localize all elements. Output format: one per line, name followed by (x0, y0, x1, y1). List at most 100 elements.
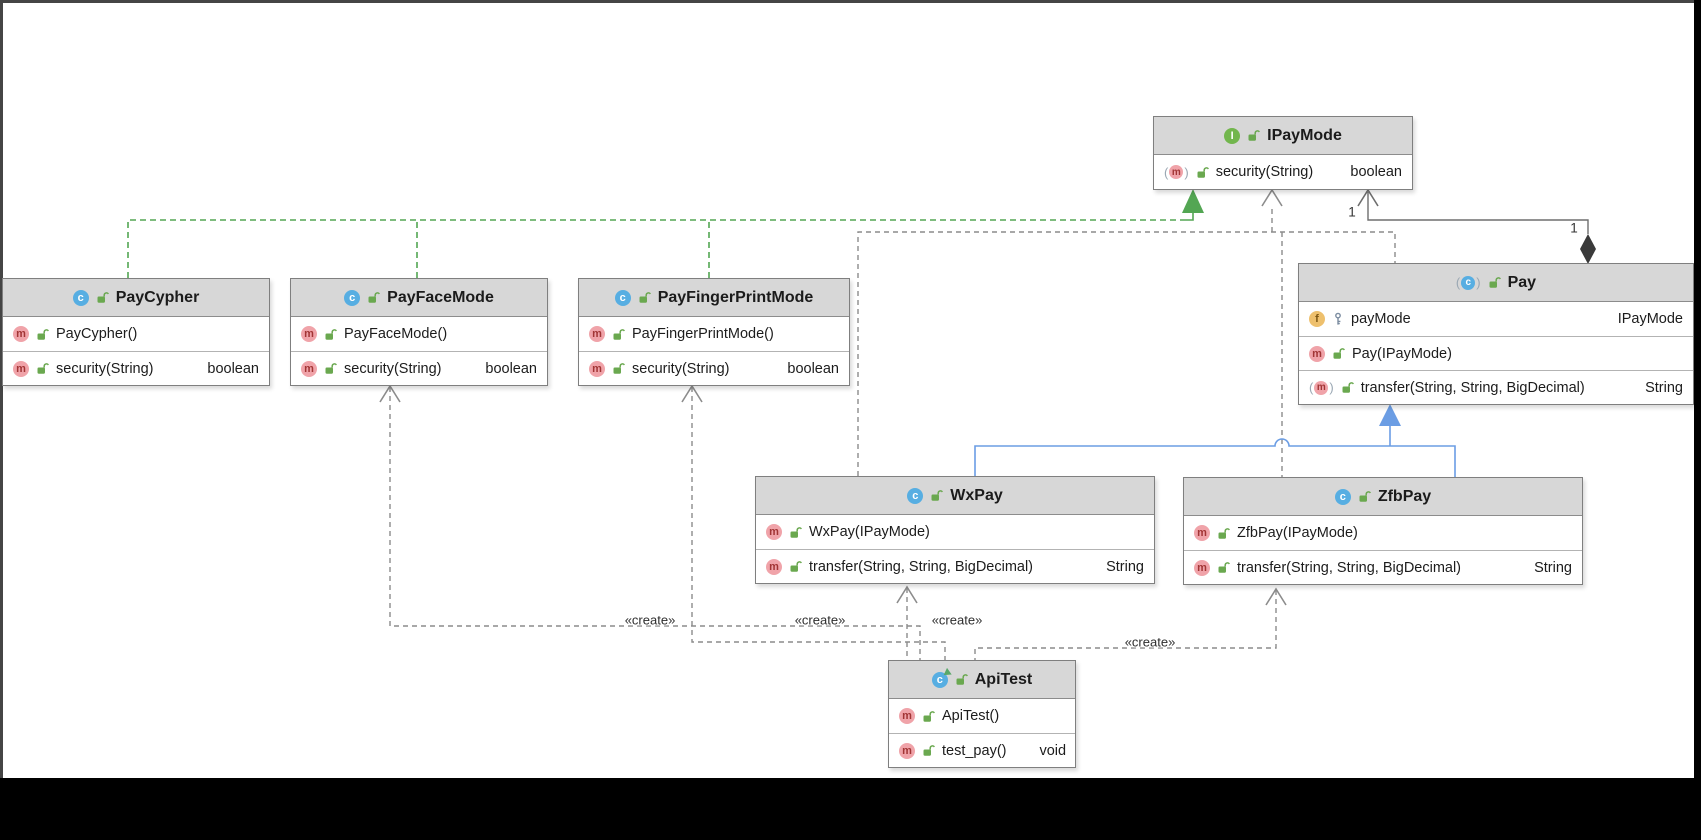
abstract-method-icon: (m) (1309, 380, 1334, 395)
member-type: boolean (787, 360, 839, 377)
class-icon: c (1334, 488, 1351, 505)
public-lock-icon (955, 673, 968, 686)
member-type: IPayMode (1617, 311, 1683, 327)
member-signature: Pay(IPayMode) (1352, 345, 1452, 362)
runnable-class-icon: c (931, 667, 954, 688)
class-title: ApiTest (974, 670, 1033, 688)
member-signature: security(String) (56, 360, 154, 377)
member-type: boolean (207, 360, 259, 377)
class-header-PayFaceMode[interactable]: c PayFaceMode (291, 279, 547, 317)
class-header-Pay[interactable]: (c) Pay (1299, 264, 1693, 302)
member-row-PayFaceMode-0[interactable]: m PayFaceMode() (291, 317, 547, 351)
class-title: ZfbPay (1377, 487, 1432, 505)
method-icon: m (766, 558, 782, 575)
private-key-icon (1332, 312, 1344, 326)
screen-edge-right (1694, 0, 1701, 840)
class-title: Pay (1507, 273, 1537, 291)
class-header-IPayMode[interactable]: I IPayMode (1154, 117, 1412, 155)
member-row-PayFaceMode-1[interactable]: m security(String) boolean (291, 351, 547, 385)
field-icon: f (1309, 311, 1325, 327)
member-signature: security(String) (632, 360, 730, 377)
public-lock-icon (36, 362, 49, 375)
public-lock-icon (1488, 276, 1501, 289)
member-row-PayFingerPrintMode-1[interactable]: m security(String) boolean (579, 351, 849, 385)
public-lock-icon (324, 362, 337, 375)
class-icon: c (72, 289, 89, 306)
member-signature: PayFaceMode() (344, 326, 448, 342)
class-title: IPayMode (1267, 126, 1342, 144)
class-header-PayFingerPrintMode[interactable]: c PayFingerPrintMode (579, 279, 849, 317)
public-lock-icon (612, 362, 625, 375)
member-signature: WxPay(IPayMode) (809, 524, 930, 540)
member-signature: ZfbPay(IPayMode) (1237, 525, 1358, 541)
public-lock-icon (36, 328, 49, 341)
member-row-IPayMode-0[interactable]: (m)security(String)boolean (1154, 155, 1412, 189)
class-icon: c (614, 289, 631, 306)
member-signature: payMode (1351, 311, 1411, 327)
member-row-Pay-2[interactable]: (m) transfer(String, String, BigDecimal) S… (1299, 370, 1693, 404)
create-stereotype-label: «create» (794, 612, 846, 628)
public-lock-icon (638, 291, 651, 304)
method-icon: m (1314, 380, 1329, 395)
method-icon: m (899, 742, 915, 759)
member-signature: PayCypher() (56, 326, 138, 342)
member-row-Pay-0[interactable]: f payMode IPayMode (1299, 302, 1693, 336)
class-header-ApiTest[interactable]: c ApiTest (889, 661, 1075, 699)
method-icon: m (899, 708, 915, 724)
member-signature: PayFingerPrintMode() (632, 326, 774, 342)
method-icon: m (1169, 165, 1184, 179)
public-lock-icon (789, 560, 802, 573)
member-row-ZfbPay-1[interactable]: m transfer(String, String, BigDecimal) Str… (1184, 550, 1582, 584)
method-icon: m (301, 360, 317, 377)
class-title: PayFingerPrintMode (657, 288, 814, 306)
method-icon: m (13, 360, 29, 377)
member-signature: transfer(String, String, BigDecimal) (1360, 379, 1585, 396)
method-icon: m (301, 326, 317, 342)
member-type: String (1645, 379, 1683, 396)
class-icon: c (931, 671, 948, 688)
class-title: WxPay (950, 486, 1003, 504)
member-row-PayCypher-0[interactable]: m PayCypher() (3, 317, 269, 351)
public-lock-icon (1358, 490, 1371, 503)
public-lock-icon (922, 744, 935, 757)
method-icon: m (1194, 525, 1210, 541)
abstract-class-icon: (c) (1455, 275, 1481, 290)
public-lock-icon (789, 526, 802, 539)
interface-icon: I (1224, 127, 1241, 144)
member-row-ZfbPay-0[interactable]: m ZfbPay(IPayMode) (1184, 516, 1582, 550)
member-type: boolean (485, 360, 537, 377)
public-lock-icon (930, 489, 944, 502)
member-type: String (1534, 559, 1572, 576)
class-IPayMode[interactable]: I IPayMode (m)security(String)boolean (1153, 116, 1413, 190)
class-header-ZfbPay[interactable]: c ZfbPay (1184, 478, 1582, 516)
class-PayFaceMode[interactable]: c PayFaceMode m PayFaceMode() m security(Stri… (290, 278, 548, 386)
member-row-PayCypher-1[interactable]: m security(String) boolean (3, 351, 269, 385)
method-icon: m (13, 326, 29, 342)
member-signature: ApiTest() (942, 708, 1000, 724)
member-row-ApiTest-0[interactable]: m ApiTest() (889, 699, 1075, 733)
method-icon: m (589, 360, 605, 377)
create-stereotype-label: «create» (624, 612, 676, 628)
public-lock-icon (1247, 129, 1261, 142)
class-title: PayFaceMode (387, 288, 494, 306)
class-icon: c (344, 289, 361, 306)
member-type: void (1039, 742, 1067, 759)
member-signature: transfer(String, String, BigDecimal) (1237, 559, 1462, 576)
class-ZfbPay[interactable]: c ZfbPay m ZfbPay(IPayMode) m transfer(String… (1183, 477, 1583, 585)
method-icon: m (1194, 559, 1210, 576)
member-signature: security(String) (344, 360, 442, 377)
public-lock-icon (1332, 347, 1345, 360)
